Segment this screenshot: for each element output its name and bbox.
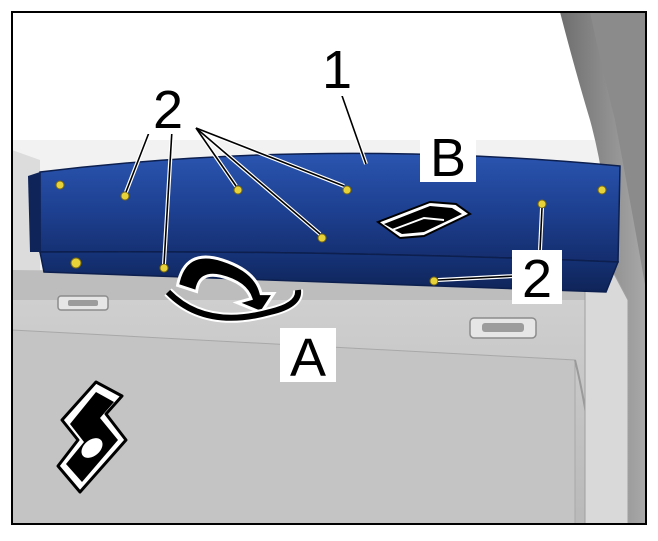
- clips: [55, 180, 607, 286]
- vehicle-direction-icon: [56, 380, 128, 494]
- tie-down-right: [469, 317, 537, 339]
- label-2-right-text: 2: [522, 249, 552, 309]
- clip: [233, 185, 243, 195]
- clip: [597, 185, 607, 195]
- label-b-text: B: [430, 128, 466, 188]
- clip: [55, 180, 65, 190]
- clip: [317, 233, 327, 243]
- label-1-text: 1: [322, 40, 352, 100]
- panel-left-end: [28, 172, 40, 252]
- label-a: A: [280, 328, 336, 388]
- clip: [342, 185, 352, 195]
- label-2-right: 2: [512, 249, 562, 309]
- push-direction-icon: [375, 200, 472, 240]
- clip: [120, 191, 130, 201]
- right-trim: [584, 269, 629, 524]
- label-2-left: 2: [146, 80, 190, 140]
- clip: [537, 199, 547, 209]
- label-a-text: A: [290, 328, 326, 388]
- rear-panel-trim: [39, 152, 621, 263]
- pillar-shadow: [590, 12, 646, 290]
- label-1: 1: [315, 40, 359, 100]
- label-b: B: [420, 128, 476, 188]
- clip: [429, 276, 439, 286]
- curved-arrow-icon: [164, 255, 304, 323]
- label-2-left-text: 2: [153, 80, 183, 140]
- clip: [159, 263, 169, 273]
- rear-panel-lower: [39, 250, 620, 293]
- clip: [70, 257, 82, 269]
- tie-down-left: [57, 295, 109, 311]
- leader-lines-core: [125, 89, 543, 281]
- frame-border: [11, 11, 647, 525]
